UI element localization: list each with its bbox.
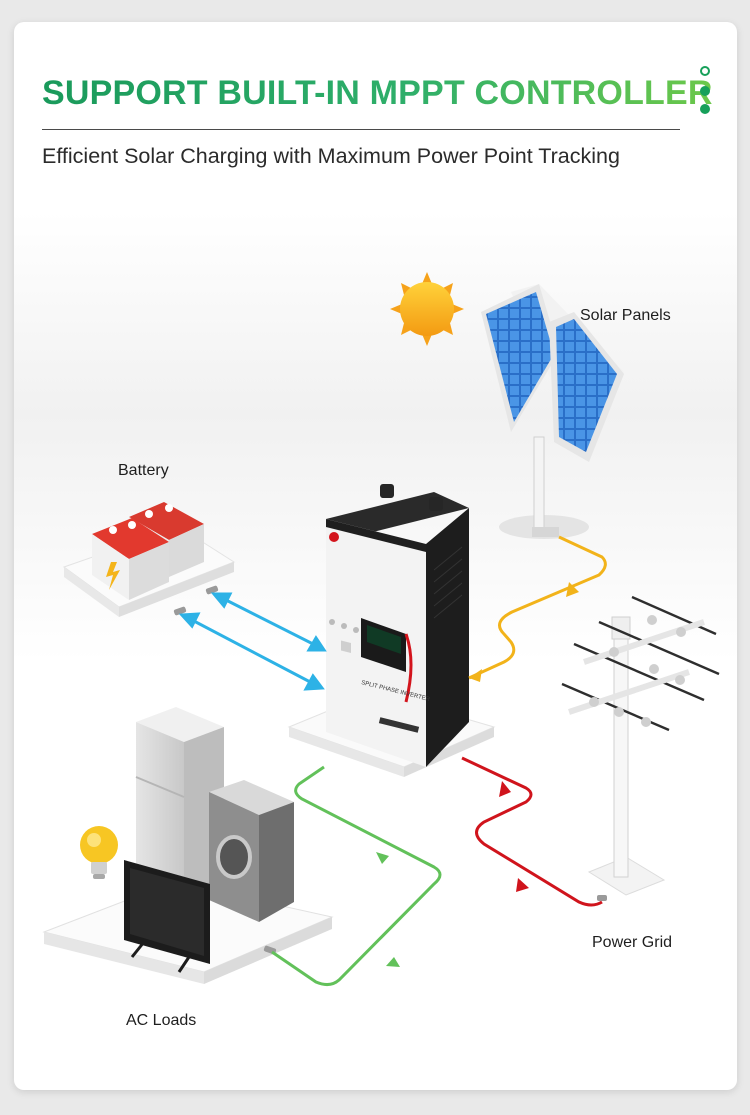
- solar-panels-label: Solar Panels: [580, 307, 671, 324]
- ac-loads-group: [42, 707, 334, 984]
- content-card: SUPPORT BUILT-IN MPPT CONTROLLER Efficie…: [14, 22, 737, 1090]
- page-subtitle: Efficient Solar Charging with Maximum Po…: [42, 144, 620, 168]
- solar-connection-line: [468, 535, 607, 682]
- light-bulb-icon: [80, 826, 118, 879]
- battery-label: Battery: [118, 462, 169, 479]
- battery-connection-lines: [178, 592, 327, 691]
- page-title: SUPPORT BUILT-IN MPPT CONTROLLER: [42, 74, 713, 112]
- load-connection-line: [271, 765, 442, 987]
- power-grid-label: Power Grid: [592, 934, 672, 951]
- sun-icon: [390, 272, 464, 346]
- ac-loads-label: AC Loads: [126, 1012, 196, 1029]
- battery-bank: [62, 502, 236, 617]
- title-divider: [42, 129, 680, 130]
- menu-dots-icon[interactable]: [698, 66, 712, 128]
- hybrid-inverter: SPLIT PHASE INVERTER: [287, 484, 496, 777]
- system-diagram: SPLIT PHASE INVERTER: [42, 272, 720, 1029]
- power-grid-pole: [561, 595, 720, 901]
- solar-panel-array: [481, 284, 624, 539]
- grid-connection-line: [461, 756, 603, 907]
